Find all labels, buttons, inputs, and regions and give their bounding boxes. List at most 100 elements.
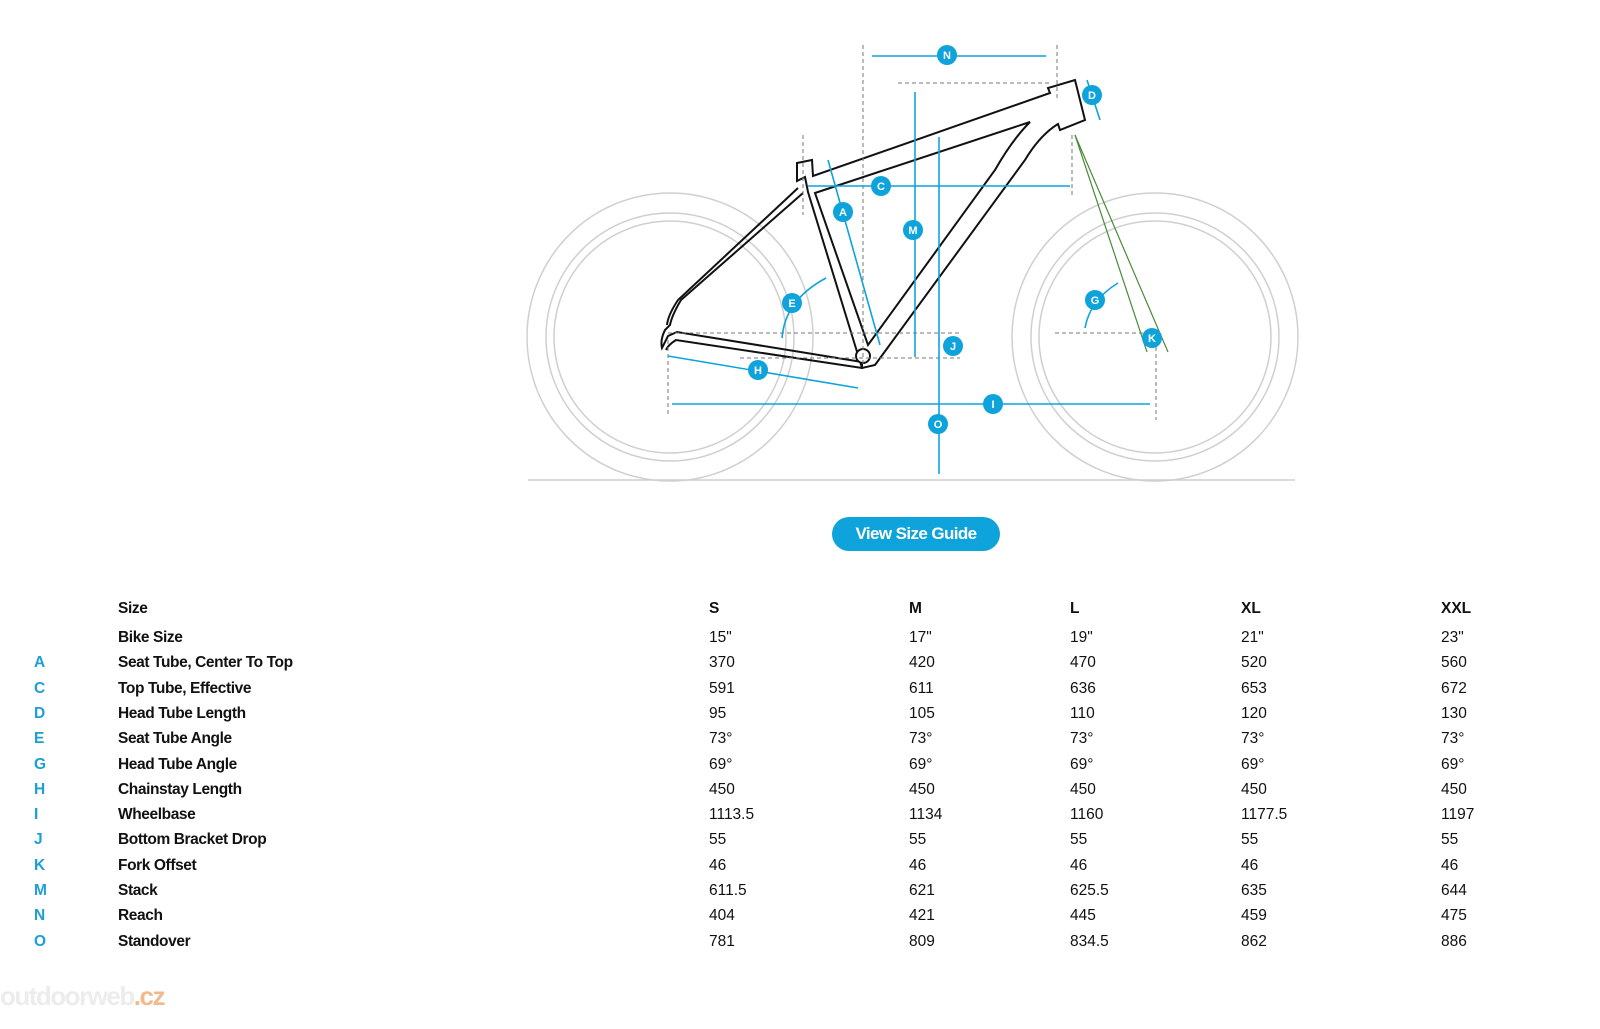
size-xxl-header: XXL bbox=[1441, 600, 1472, 617]
measurement-value: 130 bbox=[1441, 704, 1467, 722]
measurement-value: 475 bbox=[1441, 907, 1467, 925]
dimension-letter: J bbox=[34, 831, 43, 849]
size-m-header: M bbox=[909, 600, 922, 617]
measurement-value: 73° bbox=[709, 730, 733, 748]
measurement-value: 46 bbox=[709, 856, 727, 874]
table-header-row: Size S M L XL XXL bbox=[0, 600, 1600, 622]
measurement-value: 1113.5 bbox=[709, 806, 755, 824]
svg-text:J: J bbox=[950, 341, 956, 353]
measurement-value: 450 bbox=[709, 780, 735, 798]
svg-text:K: K bbox=[1148, 333, 1156, 345]
measurement-value: 636 bbox=[1070, 679, 1096, 697]
measurement-value: 635 bbox=[1241, 882, 1267, 899]
measurement-label: Reach bbox=[118, 907, 163, 925]
measurement-value: 55 bbox=[1441, 831, 1459, 849]
measurement-value: 450 bbox=[909, 780, 935, 798]
measurement-value: 55 bbox=[1070, 831, 1088, 849]
dimension-letter: A bbox=[34, 654, 46, 672]
dimension-badge-m: M bbox=[903, 220, 923, 240]
dimension-badge-j: J bbox=[943, 336, 963, 356]
dimension-letter: D bbox=[34, 704, 46, 722]
dimension-letter: M bbox=[34, 882, 47, 899]
measurement-value: 73° bbox=[1241, 730, 1265, 748]
measurement-value: 1197 bbox=[1441, 806, 1475, 824]
svg-text:N: N bbox=[943, 50, 951, 62]
measurement-value: 19" bbox=[1070, 629, 1093, 646]
dimension-badge-c: C bbox=[871, 176, 891, 196]
measurement-value: 591 bbox=[709, 679, 735, 697]
size-l-header: L bbox=[1070, 600, 1080, 617]
size-header-label: Size bbox=[118, 600, 148, 617]
dimension-badge-o: O bbox=[928, 414, 948, 434]
dimension-badge-e: E bbox=[782, 293, 802, 313]
measurement-label: Seat Tube Angle bbox=[118, 730, 232, 748]
measurement-value: 17" bbox=[909, 629, 932, 646]
svg-text:C: C bbox=[877, 181, 885, 193]
dimension-letter: H bbox=[34, 780, 46, 798]
measurement-value: 69° bbox=[709, 755, 733, 773]
frame-outline bbox=[660, 78, 1087, 370]
measurement-value: 73° bbox=[909, 730, 933, 748]
dimension-badge-d: D bbox=[1082, 85, 1102, 105]
watermark-logo: outdoorweb.cz bbox=[0, 981, 165, 1011]
svg-text:I: I bbox=[991, 399, 994, 411]
measurement-value: 73° bbox=[1070, 730, 1094, 748]
measurement-value: 69° bbox=[1441, 755, 1465, 773]
measurement-value: 625.5 bbox=[1070, 882, 1109, 899]
measurement-value: 15" bbox=[709, 629, 732, 646]
measurement-value: 450 bbox=[1070, 780, 1096, 798]
measurement-label: Head Tube Length bbox=[118, 704, 246, 722]
measurement-value: 445 bbox=[1070, 907, 1096, 925]
dimension-guides bbox=[667, 45, 1157, 420]
measurement-value: 621 bbox=[909, 882, 935, 899]
svg-text:E: E bbox=[788, 298, 795, 310]
measurement-value: 46 bbox=[1241, 856, 1259, 874]
front-wheel bbox=[1011, 192, 1299, 482]
measurement-value: 69° bbox=[1241, 755, 1265, 773]
svg-text:O: O bbox=[934, 419, 943, 431]
measurement-value: 55 bbox=[909, 831, 927, 849]
dimension-badge-n: N bbox=[937, 45, 957, 65]
measurement-value: 653 bbox=[1241, 679, 1267, 697]
measurement-label: Standover bbox=[118, 932, 191, 950]
measurement-label: Seat Tube, Center To Top bbox=[118, 654, 293, 672]
measurement-value: 404 bbox=[709, 907, 735, 925]
dimension-badge-a: A bbox=[833, 202, 853, 222]
measurement-value: 95 bbox=[709, 704, 727, 722]
size-xl-header: XL bbox=[1241, 600, 1261, 617]
measurement-value: 450 bbox=[1441, 780, 1467, 798]
dimension-arrows bbox=[667, 55, 1150, 474]
measurement-value: 560 bbox=[1441, 654, 1467, 672]
measurement-label: Head Tube Angle bbox=[118, 755, 237, 773]
svg-text:D: D bbox=[1088, 90, 1096, 102]
dimension-letter: N bbox=[34, 907, 46, 925]
svg-text:A: A bbox=[839, 207, 847, 219]
size-s-header: S bbox=[709, 600, 720, 617]
measurement-value: 886 bbox=[1441, 932, 1467, 950]
measurement-value: 23" bbox=[1441, 629, 1464, 646]
measurement-value: 672 bbox=[1441, 679, 1467, 697]
view-size-guide-button[interactable]: View Size Guide bbox=[832, 517, 1000, 551]
measurement-label: Fork Offset bbox=[118, 856, 197, 874]
measurement-value: 1134 bbox=[909, 806, 943, 824]
measurement-value: 55 bbox=[1241, 831, 1259, 849]
dimension-badge-i: I bbox=[983, 394, 1003, 414]
measurement-label: Wheelbase bbox=[118, 806, 196, 824]
measurement-value: 520 bbox=[1241, 654, 1267, 672]
measurement-value: 834.5 bbox=[1070, 932, 1109, 950]
measurement-value: 69° bbox=[909, 755, 933, 773]
measurement-value: 781 bbox=[709, 932, 735, 950]
measurement-value: 611 bbox=[909, 679, 934, 697]
measurement-value: 611.5 bbox=[709, 882, 747, 899]
measurement-label: Stack bbox=[118, 882, 158, 899]
measurement-label: Chainstay Length bbox=[118, 780, 242, 798]
